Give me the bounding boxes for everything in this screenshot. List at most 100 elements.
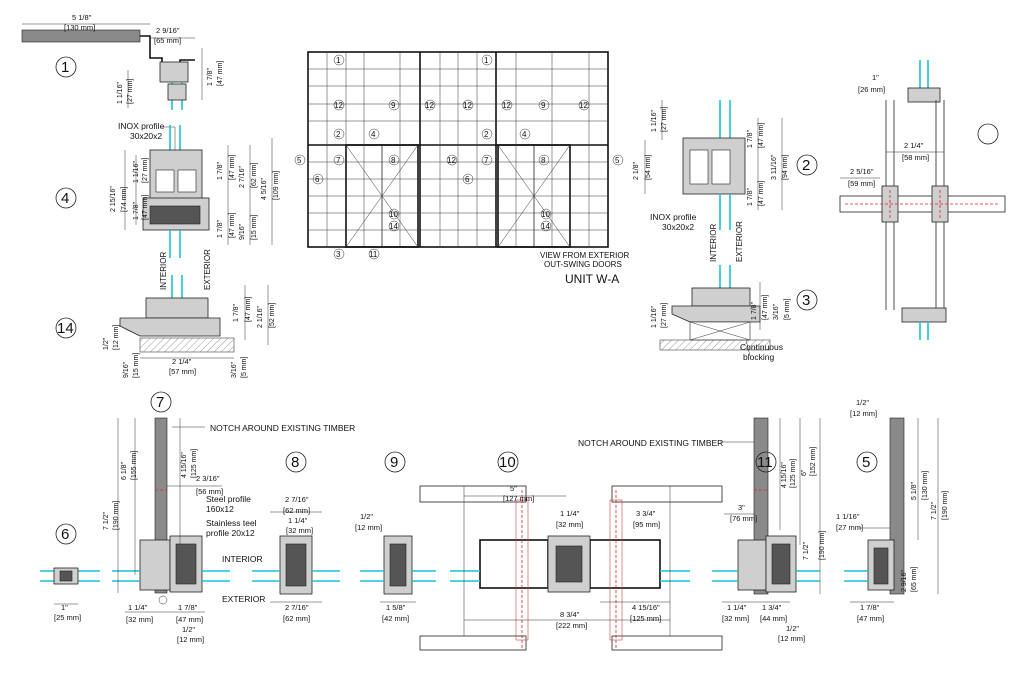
elevation-tag: 12 [579, 101, 588, 110]
dim-text: [47 mm] [229, 155, 236, 180]
elevation-tag: 14 [541, 222, 550, 231]
dim-text: 2 1/4" [172, 357, 192, 366]
dim-text: [74 mm] [121, 187, 128, 212]
dim-text: [47 mm] [762, 295, 769, 320]
detail-5: 1/2" [12 mm] 5 1/8" [130 mm] 7 1/2" [190… [836, 398, 949, 623]
dim-text: [125 mm] [790, 459, 797, 488]
elevation-tag: 5 [297, 156, 302, 165]
dim-text: 2 3/16" [196, 474, 220, 483]
callout-label: 6 [61, 526, 69, 543]
callout-label: 3 [802, 292, 810, 309]
dim-text: [5 mm] [241, 357, 248, 378]
dim-text: [47 mm] [758, 123, 765, 148]
dim-text: [65 mm] [154, 36, 181, 45]
dim-text: 1 1/4" [128, 603, 148, 612]
elevation-tag: 6 [465, 175, 470, 184]
dim-text: [62 mm] [251, 163, 258, 188]
dim-text: 3/16" [231, 361, 238, 378]
blocking-label: blocking [743, 352, 774, 362]
dim-text: 1 5/8" [386, 603, 406, 612]
dim-text: [12 mm] [113, 325, 120, 350]
elevation-tag: 8 [541, 156, 546, 165]
dim-text: 1 7/8" [178, 603, 198, 612]
dim-text: 1 1/16" [836, 512, 860, 521]
elevation-tag: 7 [484, 156, 489, 165]
dim-text: 1 1/16" [651, 110, 658, 132]
dim-text: 5" [510, 484, 517, 493]
dim-text: 1" [872, 73, 879, 82]
detail-9: 1/2" [12 mm] 1 5/8" [42 mm] 9 [355, 451, 436, 623]
dim-text: 7 1/2" [103, 511, 110, 530]
dim-text: [15 mm] [133, 353, 140, 378]
sill-hatch [659, 339, 771, 351]
dim-text: [222 mm] [556, 621, 587, 630]
dim-text: 4 15/16" [781, 462, 788, 488]
elevation-tags: 1 1 12 9 12 12 12 9 12 2 4 2 4 5 5 7 8 1… [294, 54, 624, 260]
inox-label: 30x20x2 [130, 131, 162, 141]
dim-text: [47 mm] [758, 181, 765, 206]
dim-text: [47 mm] [857, 614, 884, 623]
elevation-tag: 11 [369, 250, 378, 259]
dim-text: 3" [738, 503, 745, 512]
dim-text: [32 mm] [126, 615, 153, 624]
dim-text: 1/2" [182, 625, 195, 634]
dim-text: 3 3/4" [636, 509, 656, 518]
dim-text: [62 mm] [283, 506, 310, 515]
dim-text: [47 mm] [176, 615, 203, 624]
dim-text: [152 mm] [810, 447, 817, 476]
sill-profile [691, 287, 751, 307]
elevation-tag: 12 [502, 101, 511, 110]
elevation-note: OUT-SWING DOORS [544, 260, 622, 269]
callout-label: 7 [156, 394, 164, 411]
dim-text: 6" [801, 469, 808, 476]
dim-text: [130 mm] [64, 23, 95, 32]
elevation-tag: 7 [336, 156, 341, 165]
dim-text: [57 mm] [169, 367, 196, 376]
callout-bubble [55, 523, 77, 545]
exterior-label: EXTERIOR [222, 594, 265, 604]
callout-bubble [384, 451, 406, 473]
callout-label: 5 [862, 454, 870, 471]
elevation-tag: 14 [389, 222, 398, 231]
dim-text: 6 1/8" [121, 461, 128, 480]
dim-text: [47 mm] [142, 195, 149, 220]
dim-text: 1 3/4" [762, 603, 782, 612]
dim-text: [27 mm] [142, 158, 149, 183]
detail-10: 5" [127 mm] 1 1/4" [32 mm] 3 3/4" [95 mm… [419, 451, 723, 651]
dim-text: [59 mm] [848, 179, 875, 188]
elevation-tag: 12 [463, 101, 472, 110]
dim-text: [26 mm] [858, 85, 885, 94]
elevation-tag: 3 [336, 250, 341, 259]
dim-text: [125 mm] [191, 449, 198, 478]
dim-text: 1 1/4" [727, 603, 747, 612]
dim-text: 1 1/16" [117, 82, 124, 104]
elevation-tag: 5 [615, 156, 620, 165]
callout-bubble [150, 391, 172, 413]
inox-label: INOX profile [650, 212, 697, 222]
dim-text: 3/16" [773, 303, 780, 320]
steel-label: 160x12 [206, 504, 234, 514]
detail-11: 1 7/8" [47 mm] 2 1/16" [52 mm] 1/2" [12 … [55, 275, 276, 378]
inox-label: INOX profile [118, 121, 165, 131]
dim-text: 2 15/16" [110, 186, 117, 212]
dim-text: 1/2" [786, 624, 799, 633]
dim-text: [47 mm] [245, 297, 252, 322]
dim-text: 4 15/16" [181, 452, 188, 478]
dim-text: 2 7/16" [285, 603, 309, 612]
detail-4: INOX profile 30x20x2 1 7/8" [47 mm] 2 7/… [55, 121, 280, 290]
stainless-label: profile 20x12 [206, 528, 255, 538]
dim-text: [190 mm] [819, 531, 826, 560]
dim-text: [47 mm] [229, 213, 236, 238]
dim-text: [27 mm] [836, 523, 863, 532]
elevation-tag: 10 [389, 210, 398, 219]
dim-text: 7 1/2" [803, 541, 810, 560]
stainless-label: Stainless teel [206, 518, 257, 528]
inox-label: 30x20x2 [662, 222, 694, 232]
elevation-tag: 4 [522, 130, 527, 139]
elevation-tag: 2 [484, 130, 489, 139]
callout-label: 10 [499, 454, 516, 471]
dim-text: 1 1/16" [651, 306, 658, 328]
blocking-label: Continuous [740, 342, 783, 352]
callout-label: 1 [61, 59, 69, 76]
